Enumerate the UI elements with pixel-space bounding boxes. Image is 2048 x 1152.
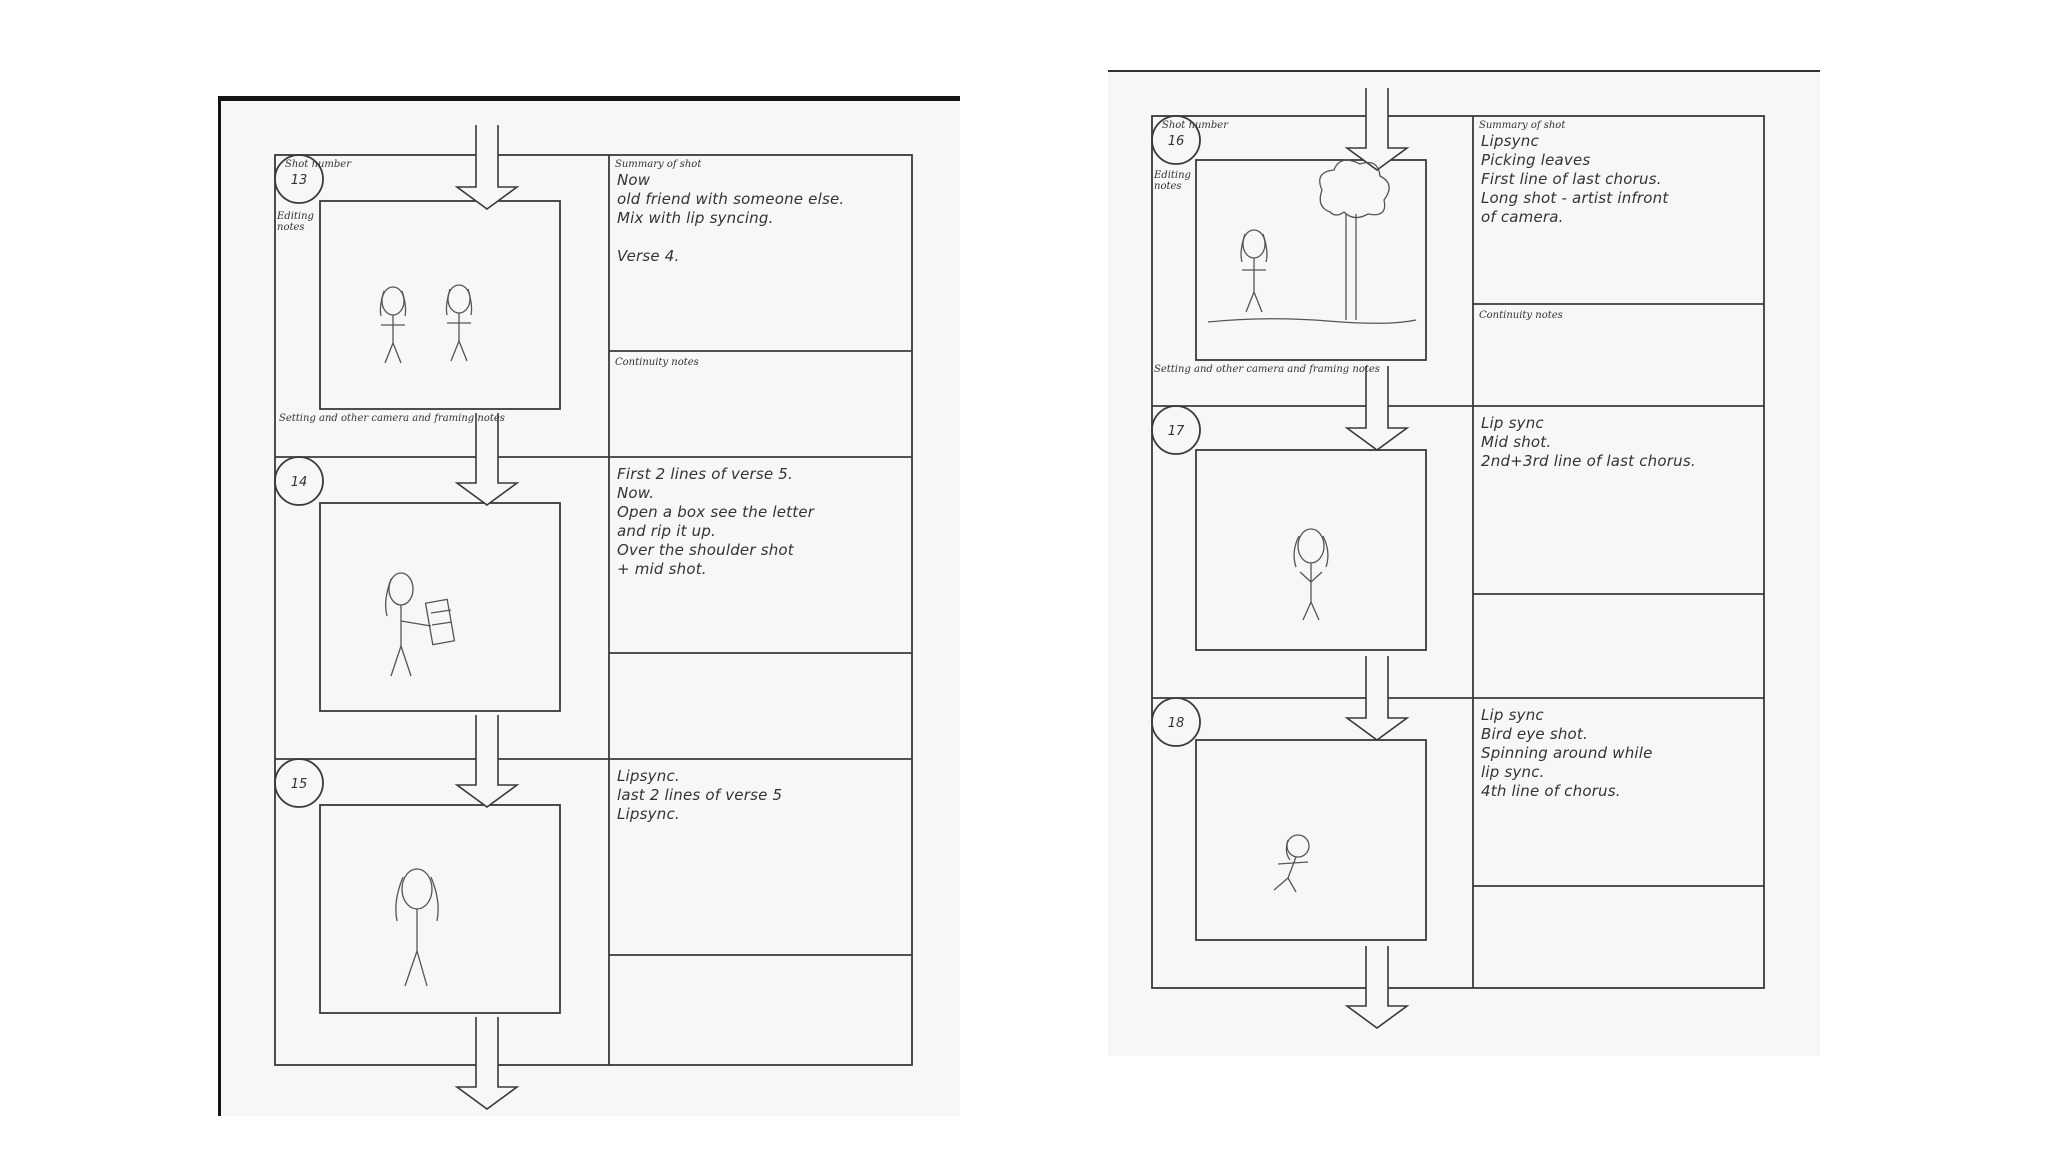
flow-arrow-down-icon [454,125,520,210]
setting-notes-label: Setting and other camera and framing not… [1154,364,1380,375]
continuity-notes-label: Continuity notes [615,357,699,368]
flow-arrow-down-icon [454,715,520,808]
sketch-drawings [379,284,473,987]
sketch-drawings [1207,159,1417,893]
setting-notes-label: Setting and other camera and framing not… [279,413,505,424]
flow-arrows [1344,88,1410,1029]
shot-summary-15: Lipsync. last 2 lines of verse 5 Lipsync… [617,767,783,823]
flow-arrow-down-icon [454,1017,520,1110]
shot-summary-17: Lip sync Mid shot. 2nd+3rd line of last … [1481,414,1696,470]
ground-line [1207,318,1417,324]
tree-icon [1319,159,1390,320]
shot-summary-13: Now old friend with someone else. Mix wi… [617,171,845,265]
shot-summary-14: First 2 lines of verse 5. Now. Open a bo… [617,465,815,578]
storyboard-grid-right [1151,88,1765,1029]
shot-number-label: Shot number [285,159,351,170]
shot-number-14: 14 [290,475,308,490]
flow-arrow-down-icon [1344,946,1410,1029]
editing-notes-label: Editing notes [1154,170,1191,192]
flow-arrow-down-icon [1344,366,1410,451]
shot-number-17: 17 [1167,424,1185,439]
stick-figure-icon [445,284,473,362]
editing-notes-label: Editing notes [277,211,314,233]
continuity-notes-label: Continuity notes [1479,310,1563,321]
storyboard-page-left: Shot number Editing notes Summary of sho… [218,96,960,1116]
stick-figure-spinning-icon [1273,834,1310,893]
summary-of-shot-label: Summary of shot [1479,120,1566,131]
flow-arrow-down-icon [1344,88,1410,171]
storyboard-grid-left [274,125,913,1110]
stick-figure-with-box-icon [385,572,456,677]
flow-arrow-down-icon [1344,656,1410,741]
shot-number-16: 16 [1167,134,1185,149]
stick-figure-icon [395,868,439,987]
stick-figure-icon [379,286,407,364]
shot-number-13: 13 [290,173,308,188]
shot-number-label: Shot number [1162,120,1228,131]
shot-number-18: 18 [1167,716,1185,731]
flow-arrow-down-icon [454,413,520,506]
stick-figure-icon [1293,528,1329,621]
shot-summary-16: Lipsync Picking leaves First line of las… [1481,132,1669,226]
storyboard-page-right: Shot number Editing notes Summary of sho… [1108,70,1820,1056]
shot-summary-18: Lip sync Bird eye shot. Spinning around … [1481,706,1653,800]
summary-of-shot-label: Summary of shot [615,159,702,170]
flow-arrows [454,125,520,1110]
stick-figure-icon [1240,229,1268,313]
shot-number-15: 15 [290,777,308,792]
